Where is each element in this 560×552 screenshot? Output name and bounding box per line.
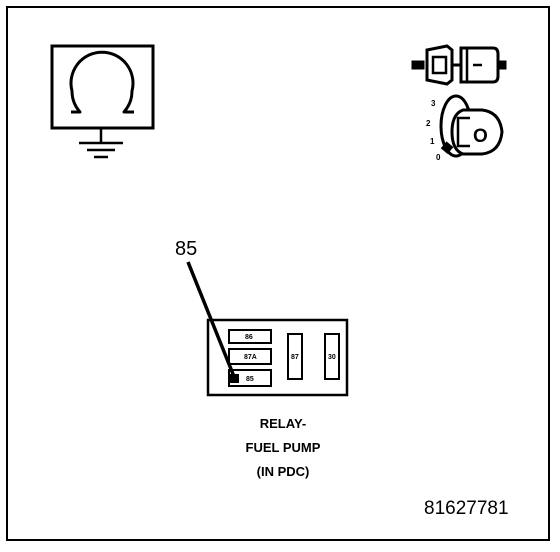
relay-pin-86 <box>228 329 272 344</box>
caption-line-3: (IN PDC) <box>256 464 310 479</box>
relay-pin-87 <box>287 333 303 380</box>
pin-label-85: 85 <box>246 376 254 383</box>
relay-body <box>206 318 349 397</box>
ignition-position-3: 3 <box>431 99 436 108</box>
relay-pin-30 <box>324 333 340 380</box>
ignition-key-symbol: O <box>473 126 488 147</box>
diagram-frame <box>6 6 550 541</box>
pin-label-87a: 87A <box>244 354 257 361</box>
callout-label-85: 85 <box>175 238 198 260</box>
ignition-position-0: 0 <box>436 153 441 162</box>
diagram-id: 81627781 <box>424 498 509 519</box>
ignition-positions: 3 2 1 0 <box>426 99 441 162</box>
ignition-key-icon <box>439 94 504 158</box>
caption-line-1: RELAY- <box>259 416 307 431</box>
caption-line-2: FUEL PUMP <box>245 440 321 455</box>
relay-pin-87a <box>228 348 272 365</box>
pin-label-30: 30 <box>328 354 336 361</box>
relay-pin-85 <box>228 369 272 387</box>
ignition-position-1: 1 <box>430 137 435 146</box>
pin-label-86: 86 <box>245 334 253 341</box>
pin-label-87: 87 <box>291 354 299 361</box>
relay-caption: RELAY- FUEL PUMP (IN PDC) <box>183 412 383 484</box>
ignition-position-2: 2 <box>426 119 431 128</box>
connector-icon <box>411 44 507 86</box>
relay-pin-labels: 86 87A 85 87 30 <box>244 334 336 383</box>
callout-leader <box>186 261 239 383</box>
ohmmeter-ground-icon <box>50 44 155 159</box>
